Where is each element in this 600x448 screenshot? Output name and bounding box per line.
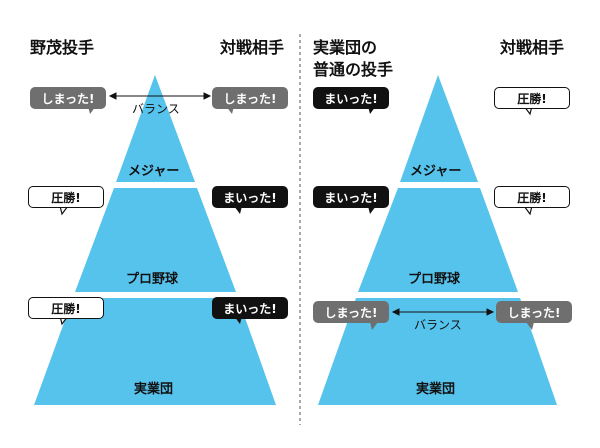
right-row1-opponent-bubble: 圧勝! [494, 87, 570, 109]
right-row1-pitcher-bubble: まいった! [313, 87, 389, 109]
left-level-pro: プロ野球 [126, 272, 179, 287]
left-pyramid-top [116, 75, 195, 182]
right-level-major: メジャー [410, 164, 462, 179]
right-row2-opponent-bubble: 圧勝! [494, 186, 570, 208]
left-row1-opponent-bubble: しまった! [212, 87, 288, 109]
right-row3-pitcher-bubble: しまった! [313, 301, 389, 323]
left-header-opponent: 対戦相手 [220, 38, 285, 57]
right-balance-label: バランス [414, 318, 462, 332]
right-balance-arrow [391, 308, 495, 316]
right-row3-opponent-bubble: しまった! [496, 301, 572, 323]
left-level-industrial: 実業団 [134, 382, 174, 397]
right-pyramid-bottom [318, 298, 557, 405]
right-header-pitcher-line2: 普通の投手 [313, 60, 394, 79]
left-level-major: メジャー [128, 164, 180, 179]
left-balance-arrow [108, 92, 212, 100]
right-pyramid-middle [358, 188, 518, 292]
right-pyramid-top [400, 75, 478, 182]
left-header-pitcher: 野茂投手 [30, 38, 95, 57]
left-pyramid-bottom [34, 298, 276, 405]
left-row3-pitcher-bubble: 圧勝! [28, 297, 104, 319]
left-pyramid-middle [75, 188, 236, 292]
right-header-pitcher-line1: 実業団の [313, 38, 378, 57]
left-balance-label: バランス [132, 102, 180, 116]
right-header-opponent: 対戦相手 [500, 38, 565, 57]
right-row2-pitcher-bubble: まいった! [313, 186, 389, 208]
right-level-industrial: 実業団 [416, 382, 456, 397]
right-level-pro: プロ野球 [408, 272, 461, 287]
left-row2-opponent-bubble: まいった! [212, 186, 288, 208]
left-row1-pitcher-bubble: しまった! [30, 87, 106, 109]
left-row2-pitcher-bubble: 圧勝! [28, 186, 104, 208]
left-row3-opponent-bubble: まいった! [212, 297, 288, 319]
